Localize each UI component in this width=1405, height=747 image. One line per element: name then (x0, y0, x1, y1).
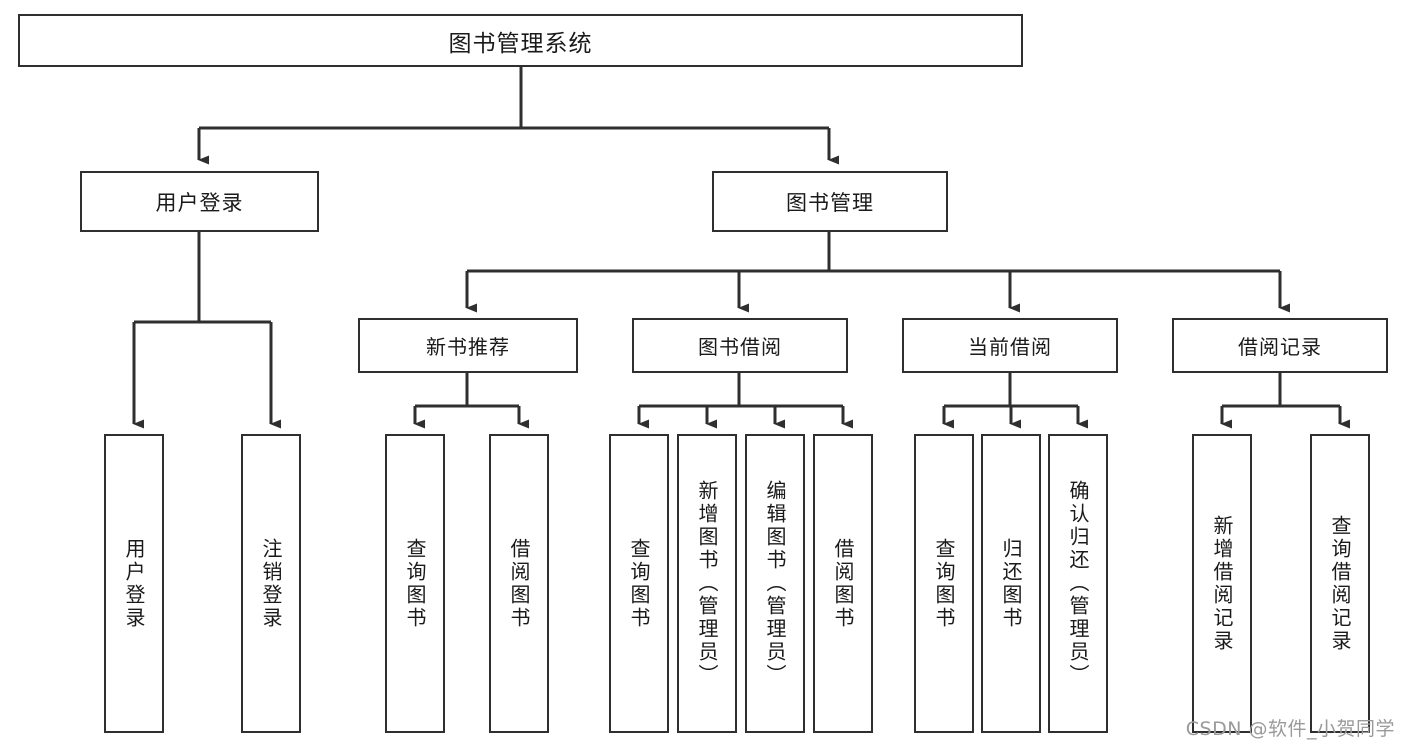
node-new-book-recommend[interactable]: 新书推荐 (358, 318, 578, 373)
node-current-borrow[interactable]: 当前借阅 (902, 318, 1118, 373)
leaf-confirm-return-admin-label: 确认归还（管理员） (1066, 480, 1090, 687)
leaf-query-borrow-record-label: 查询借阅记录 (1328, 514, 1352, 653)
node-book-borrow[interactable]: 图书借阅 (632, 318, 848, 373)
node-borrow-record-label: 借阅记录 (1238, 335, 1322, 359)
node-current-borrow-label: 当前借阅 (968, 335, 1052, 359)
leaf-add-book-admin[interactable]: 新增图书（管理员） (677, 434, 737, 733)
leaf-logout[interactable]: 注销登录 (241, 434, 301, 733)
node-user-login[interactable]: 用户登录 (80, 171, 319, 232)
leaf-add-borrow-record-label: 新增借阅记录 (1210, 514, 1234, 653)
leaf-borrow-book-newbook-label: 借阅图书 (507, 537, 531, 630)
node-root-label: 图书管理系统 (448, 30, 593, 57)
leaf-query-book-newbook[interactable]: 查询图书 (385, 434, 445, 733)
leaf-logout-label: 注销登录 (259, 537, 283, 630)
node-root[interactable]: 图书管理系统 (18, 14, 1023, 67)
node-borrow-record[interactable]: 借阅记录 (1172, 318, 1388, 373)
leaf-add-book-admin-label: 新增图书（管理员） (695, 480, 719, 687)
leaf-query-book-newbook-label: 查询图书 (403, 537, 427, 630)
leaf-query-book-borrow-label: 查询图书 (627, 537, 651, 630)
leaf-add-borrow-record[interactable]: 新增借阅记录 (1192, 434, 1252, 733)
leaf-return-book[interactable]: 归还图书 (981, 434, 1041, 733)
node-book-borrow-label: 图书借阅 (698, 335, 782, 359)
leaf-edit-book-admin[interactable]: 编辑图书（管理员） (745, 434, 805, 733)
leaf-borrow-book-borrow[interactable]: 借阅图书 (813, 434, 873, 733)
leaf-query-borrow-record[interactable]: 查询借阅记录 (1310, 434, 1370, 733)
leaf-user-login[interactable]: 用户登录 (104, 434, 164, 733)
leaf-borrow-book-newbook[interactable]: 借阅图书 (489, 434, 549, 733)
leaf-query-book-current[interactable]: 查询图书 (914, 434, 974, 733)
leaf-user-login-label: 用户登录 (122, 537, 146, 630)
node-book-management-label: 图书管理 (786, 190, 874, 215)
node-new-book-recommend-label: 新书推荐 (426, 335, 510, 359)
leaf-query-book-current-label: 查询图书 (932, 537, 956, 630)
leaf-query-book-borrow[interactable]: 查询图书 (609, 434, 669, 733)
node-user-login-label: 用户登录 (155, 190, 244, 215)
watermark-text: CSDN @软件_小贺同学 (1185, 718, 1395, 740)
node-book-management[interactable]: 图书管理 (712, 171, 948, 232)
leaf-return-book-label: 归还图书 (999, 537, 1023, 630)
leaf-confirm-return-admin[interactable]: 确认归还（管理员） (1048, 434, 1108, 733)
leaf-edit-book-admin-label: 编辑图书（管理员） (763, 480, 787, 687)
leaf-borrow-book-borrow-label: 借阅图书 (831, 537, 855, 630)
